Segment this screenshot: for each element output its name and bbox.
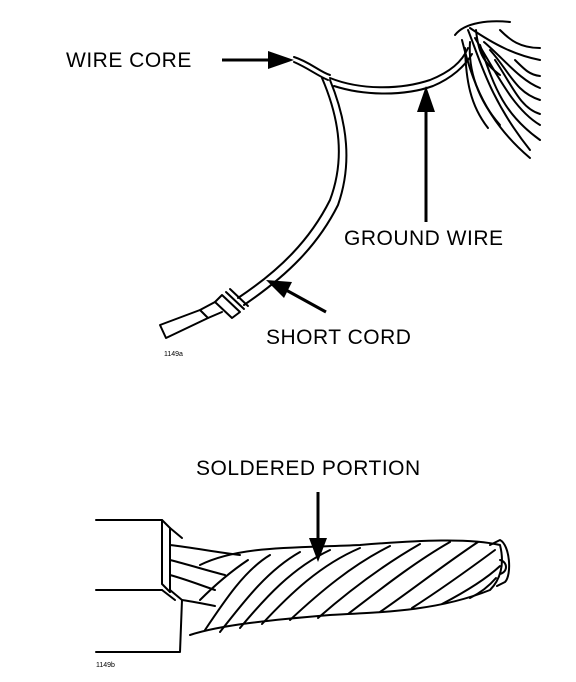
label-soldered-portion: SOLDERED PORTION [196, 457, 421, 480]
cable-bundle [454, 20, 541, 159]
label-wire-core: WIRE CORE [66, 49, 192, 72]
label-ground-wire: GROUND WIRE [344, 227, 504, 250]
figure-2-soldered-splice [95, 519, 511, 653]
wire-core-strand [293, 56, 331, 76]
short-cord [237, 77, 340, 299]
figure-2-code: 1149b [96, 662, 115, 669]
ground-wire [329, 47, 469, 89]
figure-1-code: 1149a [164, 351, 183, 358]
wire-connector [159, 288, 249, 339]
figure-1-ground-wire-connection [159, 20, 541, 339]
figure-1-arrows [222, 51, 435, 314]
figure-2-arrow [309, 492, 327, 562]
insulation-block [95, 519, 183, 653]
label-short-cord: SHORT CORD [266, 326, 411, 349]
